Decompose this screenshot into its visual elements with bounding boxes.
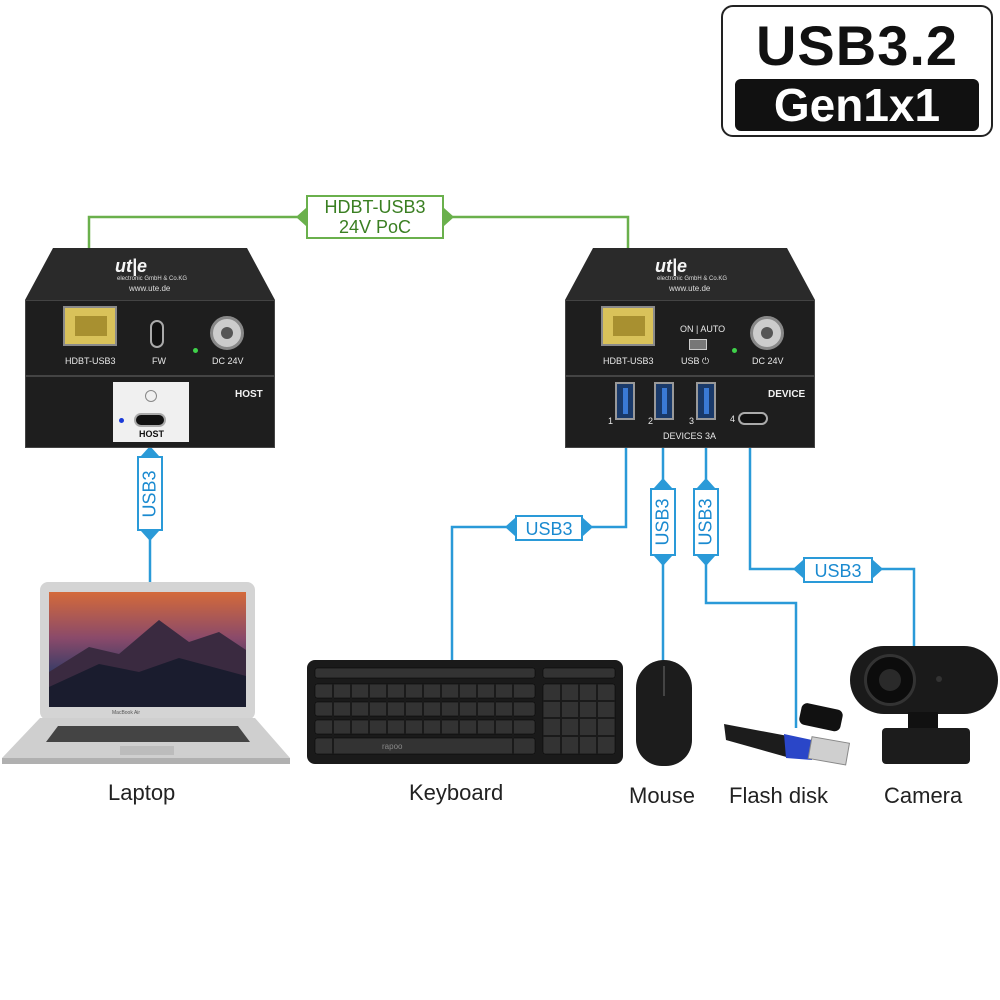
mouse-button-split (663, 666, 665, 696)
host-fw-label: FW (152, 356, 166, 366)
device-rear-panel (565, 376, 815, 448)
device-brand-logo: ut|e (655, 256, 688, 276)
device-usb-label: USB ⏻ (681, 356, 710, 366)
device-unit: ut|e electronic GmbH & Co.KG www.ute.de … (565, 248, 815, 448)
device-port-num-3: 3 (689, 416, 695, 426)
host-reset-button[interactable] (145, 390, 157, 402)
hdbt-link-line2: 24V PoC (338, 217, 412, 237)
host-power-led (193, 348, 198, 353)
host-rj45-label: HDBT-USB3 (65, 356, 116, 366)
keyboard-brand: rapoo (382, 742, 403, 751)
device-port-num-4: 4 (730, 414, 736, 424)
caption-laptop: Laptop (108, 780, 176, 805)
device-usb-a-port-2[interactable] (654, 382, 674, 420)
device-unit-lid (565, 248, 815, 300)
badge-line1: USB3.2 (755, 14, 959, 77)
keyboard-cable-label: USB3 (515, 515, 583, 541)
webcam-led (936, 676, 942, 682)
device-port-num-1: 1 (608, 416, 614, 426)
laptop-brand: MacBook Air (112, 710, 141, 716)
flash-disk (724, 703, 850, 766)
hdbt-link-label: HDBT-USB3 24V PoC (306, 195, 444, 239)
device-switch-label: ON | AUTO (680, 324, 726, 334)
hdbt-link-line1: HDBT-USB3 (324, 197, 426, 217)
keyboard-keys (314, 667, 616, 755)
keyboard-cable (450, 428, 628, 660)
device-rj45-label: HDBT-USB3 (603, 356, 654, 366)
device-usbc-port-4[interactable] (738, 412, 768, 425)
laptop-screen (49, 592, 246, 707)
host-panel-label: HOST (235, 389, 263, 400)
usb-spec-badge: USB3.2 Gen1x1 (721, 5, 993, 137)
badge-line2: Gen1x1 (735, 79, 979, 131)
device-usb-a-port-3[interactable] (696, 382, 716, 420)
host-unit: ut|e electronic GmbH & Co.KG www.ute.de … (25, 248, 275, 448)
host-dc-label: DC 24V (212, 356, 244, 366)
device-panel-label: DEVICE (768, 389, 806, 400)
device-dc-jack (750, 316, 784, 350)
host-rj45-port (63, 306, 117, 346)
host-status-led (119, 418, 124, 423)
device-usb-a-port-1[interactable] (615, 382, 635, 420)
device-mode-switch[interactable] (689, 339, 707, 350)
caption-flash-disk: Flash disk (729, 783, 829, 808)
hdbt-arrow-left (296, 208, 306, 226)
webcam (850, 646, 998, 714)
device-dc-label: DC 24V (752, 356, 784, 366)
keyboard (307, 660, 623, 764)
host-usbc-label: HOST (139, 429, 165, 439)
flash-cable-label: USB3 (693, 488, 719, 556)
device-brand-url: www.ute.de (669, 284, 711, 293)
device-brand-sub: electronic GmbH & Co.KG (657, 276, 728, 282)
host-brand-url: www.ute.de (129, 284, 171, 293)
mouse-cable-label: USB3 (650, 488, 676, 556)
host-unit-lid (25, 248, 275, 300)
laptop-base (2, 718, 290, 764)
webcam-lens (864, 654, 916, 706)
caption-camera: Camera (884, 783, 963, 808)
host-brand-sub: electronic GmbH & Co.KG (117, 276, 188, 282)
host-dc-jack (210, 316, 244, 350)
device-port-num-2: 2 (648, 416, 654, 426)
camera-cable-label: USB3 (803, 557, 873, 583)
mountain-wallpaper (49, 620, 246, 707)
device-ports-label: DEVICES 3A (663, 431, 717, 441)
camera-cable (748, 440, 916, 650)
hdbt-arrow-right (444, 208, 454, 226)
host-brand-logo: ut|e (115, 256, 148, 276)
device-power-led (732, 348, 737, 353)
laptop-cable-label: USB3 (137, 456, 163, 531)
caption-keyboard: Keyboard (409, 780, 504, 805)
host-fw-port (150, 320, 164, 348)
webcam-clip (882, 728, 970, 764)
host-usbc-port[interactable] (134, 413, 166, 427)
mouse (636, 660, 692, 766)
device-rj45-port (601, 306, 655, 346)
caption-mouse: Mouse (629, 783, 696, 808)
